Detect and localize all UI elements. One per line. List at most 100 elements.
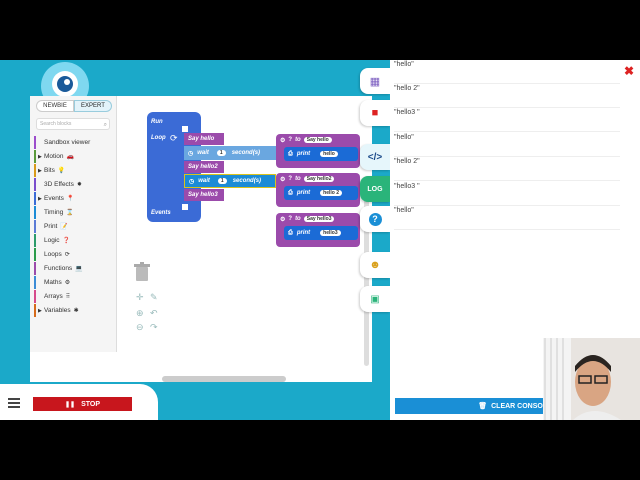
- gear-icon: ⚙: [280, 216, 286, 223]
- console-line: "hello": [394, 206, 620, 230]
- function-name[interactable]: Say hello2: [303, 176, 335, 182]
- category-arrays[interactable]: Arrays⠿: [34, 290, 70, 303]
- seconds-label: second(s): [232, 178, 262, 184]
- gear-icon: ⚙: [280, 137, 286, 144]
- printer-icon: ⎙: [288, 150, 293, 157]
- print-string[interactable]: hello 2: [320, 190, 342, 196]
- block-canvas[interactable]: Run Loop ⟳ Events Say hello ◷ wait 1 sec…: [30, 96, 372, 382]
- robot-tab[interactable]: ☻: [360, 252, 390, 278]
- cubes-icon: ■: [371, 107, 379, 119]
- function-name[interactable]: Say hello: [303, 137, 332, 143]
- console-icon: LOG: [367, 185, 383, 193]
- clock-icon: ◷: [188, 150, 194, 157]
- wait-value[interactable]: 1: [217, 178, 227, 184]
- stop-button[interactable]: ❚❚ STOP: [33, 397, 132, 411]
- help-icon: ?: [288, 216, 293, 222]
- trash-icon: 🗑: [478, 403, 488, 410]
- badge-tab[interactable]: ▣: [360, 286, 390, 312]
- pause-icon: ❚❚: [65, 401, 76, 408]
- code-tab[interactable]: </>: [360, 144, 390, 170]
- menu-icon[interactable]: [8, 398, 20, 408]
- category-loops[interactable]: Loops⟳: [34, 248, 70, 261]
- car-icon: 🚗: [66, 154, 74, 160]
- wait-value[interactable]: 1: [216, 150, 226, 156]
- function-definition-hello2[interactable]: ⚙ ? to Say hello2 ⎙ print hello 2: [276, 173, 360, 207]
- console-line: "hello 2": [394, 84, 620, 108]
- search-input[interactable]: Search blocks ⌕: [36, 118, 110, 130]
- expert-mode-button[interactable]: EXPERT: [74, 100, 112, 112]
- print-string[interactable]: hello3: [320, 230, 341, 236]
- function-name[interactable]: Say hello3: [303, 216, 335, 222]
- close-icon[interactable]: ✖: [624, 64, 635, 78]
- clean-icon[interactable]: ✎: [150, 292, 158, 302]
- category-print[interactable]: Print📝: [34, 220, 68, 233]
- map-icon: ▦: [369, 75, 381, 88]
- say-hello3-call[interactable]: Say hello3: [184, 189, 224, 201]
- bottom-bar: ❚❚ STOP: [0, 384, 158, 420]
- seconds-label: second(s): [231, 150, 261, 156]
- category-variables[interactable]: ▶Variables✱: [34, 304, 79, 317]
- laptop-icon: 💻: [75, 266, 83, 272]
- note-icon: 📝: [60, 224, 68, 230]
- say-hello2-call[interactable]: Say hello2: [184, 161, 224, 173]
- horizontal-scrollbar[interactable]: [162, 376, 286, 382]
- blockly-workspace[interactable]: NEWBIE EXPERT Search blocks ⌕ Sandbox vi…: [30, 96, 372, 382]
- 3d-tab[interactable]: ■: [360, 100, 390, 126]
- code-icon: </>: [367, 151, 383, 163]
- console-line: "hello3 ": [394, 182, 620, 206]
- map-tab[interactable]: ▦: [360, 68, 390, 94]
- mascot-icon: [41, 62, 89, 100]
- gear-icon: ⚙: [280, 176, 286, 183]
- robot-icon: ☻: [369, 259, 381, 271]
- newbie-mode-button[interactable]: NEWBIE: [36, 100, 74, 112]
- trash-icon[interactable]: [134, 262, 150, 282]
- category-logic[interactable]: Logic❓: [34, 234, 70, 247]
- function-definition-hello3[interactable]: ⚙ ? to Say hello3 ⎙ print hello3: [276, 213, 360, 247]
- zoom-out-icon[interactable]: ⊖: [136, 322, 144, 332]
- badge-icon: ▣: [370, 293, 380, 305]
- help-tab[interactable]: ?: [360, 206, 390, 232]
- wait-block-1[interactable]: ◷ wait 1 second(s): [184, 146, 276, 160]
- to-label: to: [295, 216, 301, 222]
- loop-icon: ⟳: [64, 252, 70, 258]
- refresh-icon: ⟳: [170, 133, 178, 143]
- webcam-overlay: [543, 338, 640, 420]
- console-line: "hello": [394, 60, 620, 84]
- printer-icon: ⎙: [288, 189, 293, 196]
- function-definition-hello[interactable]: ⚙ ? to Say hello ⎙ print hello: [276, 134, 360, 168]
- wait-block-2[interactable]: ◷ wait 1 second(s): [184, 174, 276, 188]
- robot-icon: ✱: [73, 308, 79, 314]
- help-icon: ?: [288, 176, 293, 182]
- toolbox: NEWBIE EXPERT Search blocks ⌕ Sandbox vi…: [30, 96, 117, 352]
- category-events[interactable]: ▶Events📍: [34, 192, 74, 205]
- category-maths[interactable]: Maths⚙: [34, 276, 70, 289]
- search-placeholder: Search blocks: [40, 121, 72, 127]
- center-icon[interactable]: ✛: [136, 292, 144, 302]
- printer-icon: ⎙: [288, 229, 293, 236]
- category-functions[interactable]: Functions💻: [34, 262, 83, 275]
- run-label: Run: [151, 119, 163, 125]
- console-line: "hello3 ": [394, 108, 620, 132]
- category-sandbox-viewer[interactable]: Sandbox viewer: [34, 136, 90, 149]
- console-tab[interactable]: LOG: [360, 176, 390, 202]
- zoom-in-icon[interactable]: ⊕: [136, 308, 144, 318]
- clock-icon: ◷: [189, 178, 195, 185]
- category-bits[interactable]: ▶Bits💡: [34, 164, 65, 177]
- to-label: to: [295, 137, 301, 143]
- category-3d-effects[interactable]: 3D Effects✸: [34, 178, 82, 191]
- help-icon: ?: [368, 212, 382, 226]
- category-motion[interactable]: ▶Motion🚗: [34, 150, 74, 163]
- print-string[interactable]: hello: [320, 151, 338, 157]
- events-label: Events: [151, 210, 171, 216]
- say-hello-call[interactable]: Say hello: [184, 133, 224, 145]
- pin-icon: 📍: [66, 196, 75, 202]
- mode-toggle[interactable]: NEWBIE EXPERT: [36, 100, 112, 112]
- print-label: print: [296, 190, 311, 196]
- undo-icon[interactable]: ↶: [150, 308, 158, 318]
- category-timing[interactable]: Timing⌛: [34, 206, 74, 219]
- wait-label: wait: [197, 150, 209, 156]
- search-icon: ⌕: [103, 122, 107, 128]
- help-icon: ?: [288, 137, 293, 143]
- question-icon: ❓: [62, 238, 71, 244]
- redo-icon[interactable]: ↷: [150, 322, 158, 332]
